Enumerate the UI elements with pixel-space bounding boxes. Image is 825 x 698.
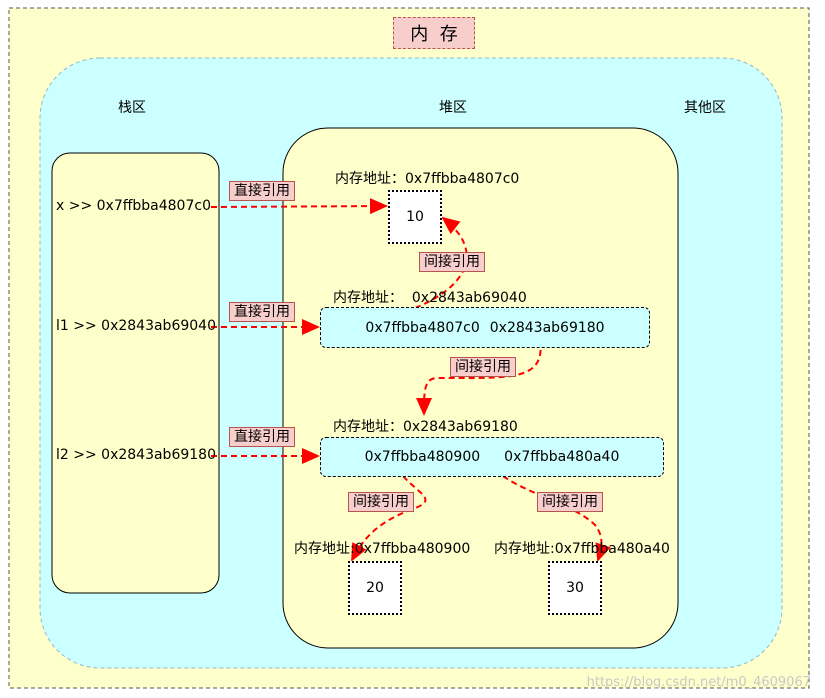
heap-30-value-box: 30 bbox=[548, 561, 602, 615]
indirect-ref-tag-l1-to-l2: 间接引用 bbox=[450, 357, 516, 377]
heap-x-address: 内存地址：0x7ffbba4807c0 bbox=[335, 171, 520, 187]
arrow-l1-to-l2 bbox=[416, 339, 542, 416]
heap-region bbox=[282, 127, 679, 649]
heap-l1-address: 内存地址： 0x2843ab69040 bbox=[333, 290, 527, 306]
heap-20-value: 20 bbox=[366, 580, 384, 596]
heap-l2-item-0: 0x7ffbba480900 bbox=[364, 449, 481, 465]
direct-ref-tag-x: 直接引用 bbox=[229, 181, 295, 201]
heap-x-value-box: 10 bbox=[388, 190, 442, 244]
arrow-l2-to-30 bbox=[502, 475, 611, 562]
heap-l1-item-0: 0x7ffbba4807c0 bbox=[365, 319, 480, 336]
stack-var-l2: l2 >> 0x2843ab69180 bbox=[56, 447, 216, 463]
watermark: https://blog.csdn.net/m0_4609067 bbox=[586, 675, 811, 690]
indirect-ref-tag-l2-to-30: 间接引用 bbox=[537, 492, 603, 512]
heap-region-label: 堆区 bbox=[439, 100, 467, 116]
stack-var-l1: l1 >> 0x2843ab69040 bbox=[56, 318, 216, 334]
other-region-label: 其他区 bbox=[684, 100, 726, 116]
heap-20-address: 内存地址:0x7ffbba480900 bbox=[294, 541, 471, 557]
heap-l2-item-1: 0x7ffbba480a40 bbox=[504, 449, 620, 465]
heap-30-value: 30 bbox=[566, 580, 584, 596]
arrow-x-direct bbox=[210, 198, 388, 215]
heap-l2-list-box: 0x7ffbba480900 0x7ffbba480a40 bbox=[320, 437, 664, 477]
heap-l2-address: 内存地址：0x2843ab69180 bbox=[333, 419, 518, 435]
stack-region bbox=[51, 152, 220, 594]
heap-20-value-box: 20 bbox=[348, 561, 402, 615]
memory-title: 内 存 bbox=[393, 17, 475, 49]
stack-var-x: x >> 0x7ffbba4807c0 bbox=[56, 198, 211, 214]
direct-ref-tag-l1: 直接引用 bbox=[229, 302, 295, 322]
heap-x-value: 10 bbox=[406, 209, 424, 225]
heap-l1-item-1: 0x2843ab69180 bbox=[489, 319, 605, 336]
direct-ref-tag-l2: 直接引用 bbox=[229, 427, 295, 447]
indirect-ref-tag-l2-to-20: 间接引用 bbox=[348, 492, 414, 512]
stack-region-label: 栈区 bbox=[118, 100, 146, 116]
heap-l1-list-box: 0x7ffbba4807c0 0x2843ab69180 bbox=[320, 307, 650, 348]
indirect-ref-tag-l1-to-x: 间接引用 bbox=[419, 252, 485, 272]
heap-30-address: 内存地址:0x7ffbba480a40 bbox=[494, 541, 670, 557]
